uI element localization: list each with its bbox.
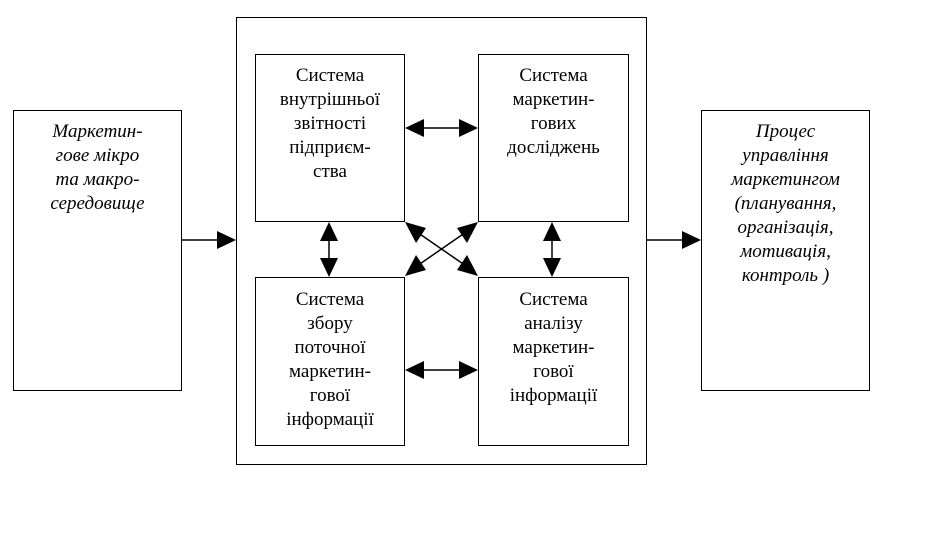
current-info-line: збору: [307, 313, 353, 334]
left-vertical-double-arrow: [320, 222, 338, 277]
management-process-line: Процес: [755, 121, 816, 142]
environment-label: Маркетин- гове мікро та макро- середовищ…: [13, 120, 182, 216]
current-info-line: поточної: [294, 337, 366, 358]
environment-label-line: середовище: [50, 193, 145, 214]
internal-reporting-line: підприєм-: [289, 137, 371, 158]
environment-box: [13, 110, 182, 391]
current-info-line: інформації: [286, 409, 374, 430]
analysis-system-label: Система аналізу маркетин- гової інформац…: [478, 288, 629, 408]
diagonal-double-arrow-2: [405, 222, 478, 276]
management-process-line: маркетингом: [731, 169, 840, 190]
environment-label-line: гове мікро: [55, 145, 140, 166]
marketing-research-system-box: [478, 54, 629, 222]
current-info-line: маркетин-: [289, 361, 371, 382]
management-process-line: (планування,: [734, 193, 837, 214]
analysis-system-box: [478, 277, 629, 446]
current-info-collection-system-box: [255, 277, 405, 446]
management-process-line: мотивація,: [740, 241, 831, 262]
internal-reporting-line: внутрішньої: [279, 89, 381, 110]
internal-reporting-line: звітності: [293, 113, 367, 134]
current-info-line: гової: [309, 385, 351, 406]
management-process-box: [701, 110, 870, 391]
input-arrow: [182, 231, 236, 249]
internal-reporting-line: ства: [313, 161, 347, 182]
current-info-line: Система: [295, 289, 365, 310]
management-process-line: контроль ): [741, 265, 830, 286]
management-process-label: Процес управління маркетингом (плануванн…: [701, 120, 870, 288]
right-vertical-double-arrow: [543, 222, 561, 277]
internal-reporting-system-box: [255, 54, 405, 222]
marketing-research-line: маркетин-: [512, 89, 595, 110]
analysis-line: маркетин-: [512, 337, 595, 358]
analysis-line: гової: [533, 361, 574, 382]
internal-reporting-system-label: Система внутрішньої звітності підприєм- …: [255, 64, 405, 184]
output-arrow: [647, 231, 701, 249]
top-double-arrow: [405, 119, 478, 137]
analysis-line: Система: [519, 289, 588, 310]
internal-reporting-line: Система: [295, 65, 365, 86]
management-process-line: управління: [742, 145, 829, 166]
marketing-research-line: Система: [519, 65, 588, 86]
marketing-research-line: гових: [530, 113, 577, 134]
management-process-line: організація,: [737, 217, 834, 238]
environment-label-line: та макро-: [55, 169, 140, 190]
bottom-double-arrow: [405, 361, 478, 379]
marketing-research-line: досліджень: [507, 137, 600, 158]
marketing-research-system-label: Система маркетин- гових досліджень: [478, 64, 629, 160]
analysis-line: аналізу: [524, 313, 583, 334]
environment-label-line: Маркетин-: [52, 121, 143, 142]
analysis-line: інформації: [509, 385, 598, 406]
current-info-collection-system-label: Система збору поточної маркетин- гової і…: [255, 288, 405, 432]
